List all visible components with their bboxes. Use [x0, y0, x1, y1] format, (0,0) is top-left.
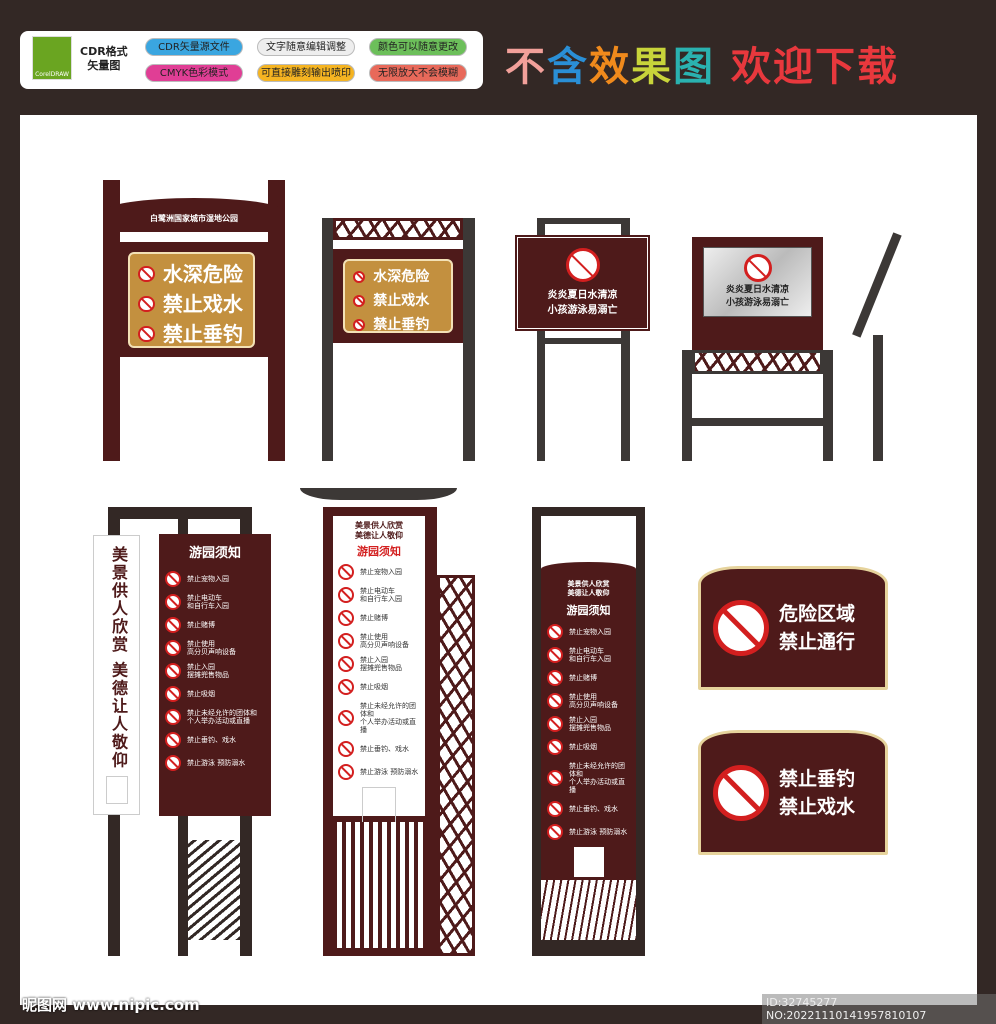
no-fishing-icon: [713, 764, 769, 821]
prohibition-icon: [338, 741, 354, 757]
feature-pill: 无限放大不会模糊: [369, 64, 467, 82]
feature-pill: 颜色可以随意更改: [369, 38, 467, 56]
prohibition-icon: [353, 318, 366, 332]
prohibition-icon: [138, 325, 155, 343]
crane-silhouette: [541, 562, 636, 576]
notice-item: 禁止使用 高分贝声响设备: [547, 693, 630, 709]
feature-pill: 可直接雕刻输出喷印: [257, 64, 355, 82]
prohibition-icon: [547, 716, 563, 732]
notice-item: 禁止吸烟: [165, 686, 265, 702]
notice-item: 禁止入园 摆摊兜售物品: [165, 663, 265, 679]
feature-pill: 文字随意编辑调整: [257, 38, 355, 56]
prohibition-icon: [165, 686, 181, 702]
title-char: 欢: [730, 44, 773, 90]
prohibition-icon: [353, 270, 366, 284]
park-name: 白鹭洲国家城市湿地公园: [150, 214, 238, 223]
prohibition-icon: [165, 594, 181, 610]
format-label: CDR格式矢量图: [80, 45, 128, 72]
prohibition-icon: [165, 617, 181, 633]
prohibition-icon: [338, 610, 354, 626]
title-char: 迎: [772, 44, 815, 90]
title-char: 果: [631, 44, 673, 90]
title-char: 含: [547, 44, 589, 90]
notice-item: 禁止宠物入园: [165, 571, 265, 587]
watermark-site: 昵图网 www.nipic.com: [22, 996, 200, 1014]
title-char: 下: [814, 44, 857, 90]
prohibition-icon: [338, 679, 354, 695]
pole: [873, 335, 883, 461]
notice-item: 禁止垂钓、戏水: [165, 732, 265, 748]
prohibition-icon: [165, 709, 181, 725]
prohibition-icon: [547, 670, 563, 686]
prohibition-icon: [165, 640, 181, 656]
prohibition-icon: [338, 710, 354, 726]
prohibition-icon: [338, 633, 354, 649]
feature-pill: CDR矢量源文件: [145, 38, 243, 56]
prohibition-icon: [547, 801, 563, 817]
warning-line: 禁止垂钓: [373, 317, 430, 333]
prohibition-icon: [165, 571, 181, 587]
prohibition-icon: [353, 294, 366, 308]
notice-item: 禁止未经允许的团体和 个人举办活动或直播: [547, 762, 630, 794]
notice-item: 禁止赌博: [165, 617, 265, 633]
prohibition-icon: [547, 824, 563, 840]
danger-sign-no-fishing: 禁止垂钓禁止戏水: [698, 730, 888, 855]
notice-item: 禁止入园 摆摊兜售物品: [338, 656, 420, 672]
reed-silhouette: [541, 880, 636, 940]
notice-item: 禁止未经允许的团体和 个人举办活动或直播: [165, 709, 265, 725]
no-swimming-icon: [565, 248, 600, 282]
title-char: 效: [589, 44, 631, 90]
prohibition-icon: [338, 564, 354, 580]
prohibition-icon: [547, 624, 563, 640]
notice-item: 禁止游泳 预防溺水: [165, 755, 265, 771]
notice-item: 禁止赌博: [547, 670, 630, 686]
notice-item: 禁止游泳 预防溺水: [338, 764, 420, 780]
notice-item: 禁止电动车 和自行车入园: [165, 594, 265, 610]
warning-line: 禁止戏水: [162, 292, 243, 316]
prohibition-icon: [338, 656, 354, 672]
coreldraw-logo: CorelDRAW: [32, 36, 72, 80]
notice-item: 禁止电动车 和自行车入园: [338, 587, 420, 603]
prohibition-icon: [138, 265, 155, 283]
feature-banner: CorelDRAW CDR格式矢量图 CDR矢量源文件文字随意编辑调整颜色可以随…: [20, 31, 483, 89]
prohibition-icon: [165, 663, 181, 679]
title-char: [715, 44, 731, 90]
notice-item: 禁止未经允许的团体和 个人举办活动或直播: [338, 702, 420, 734]
no-swimming-icon: [743, 254, 772, 282]
title-char: 不: [505, 44, 547, 90]
prohibition-icon: [547, 693, 563, 709]
warning-line: 禁止垂钓: [162, 322, 243, 346]
notice-item: 禁止游泳 预防溺水: [547, 824, 630, 840]
watermark-id: ID:32745277 NO:20221110141957810107: [762, 994, 996, 1024]
notice-item: 禁止使用 高分贝声响设备: [165, 640, 265, 656]
notice-item: 禁止吸烟: [338, 679, 420, 695]
warning-line: 禁止戏水: [373, 293, 430, 309]
prohibition-icon: [338, 587, 354, 603]
page-title: 不含效果图 欢迎下载: [505, 34, 899, 92]
title-char: 图: [673, 44, 715, 90]
prohibition-icon: [547, 647, 563, 663]
prohibition-icon: [138, 295, 155, 313]
notice-item: 禁止电动车 和自行车入园: [547, 647, 630, 663]
prohibition-icon: [165, 755, 181, 771]
notice-item: 禁止宠物入园: [547, 624, 630, 640]
notice-item: 禁止吸烟: [547, 739, 630, 755]
notice-item: 禁止使用 高分贝声响设备: [338, 633, 420, 649]
prohibition-icon: [547, 739, 563, 755]
prohibition-icon: [547, 770, 563, 786]
warning-line: 水深危险: [162, 262, 243, 286]
title-char: 载: [856, 44, 899, 90]
notice-item: 禁止垂钓、戏水: [338, 741, 420, 757]
feature-pill: CMYK色彩模式: [145, 64, 243, 82]
warning-line: 水深危险: [373, 269, 430, 285]
notice-item: 禁止垂钓、戏水: [547, 801, 630, 817]
danger-sign-no-entry: 危险区域禁止通行: [698, 566, 888, 690]
notice-item: 禁止赌博: [338, 610, 420, 626]
prohibition-icon: [338, 764, 354, 780]
notice-item: 禁止宠物入园: [338, 564, 420, 580]
notice-item: 禁止入园 摆摊兜售物品: [547, 716, 630, 732]
no-pedestrian-icon: [713, 600, 769, 656]
prohibition-icon: [165, 732, 181, 748]
